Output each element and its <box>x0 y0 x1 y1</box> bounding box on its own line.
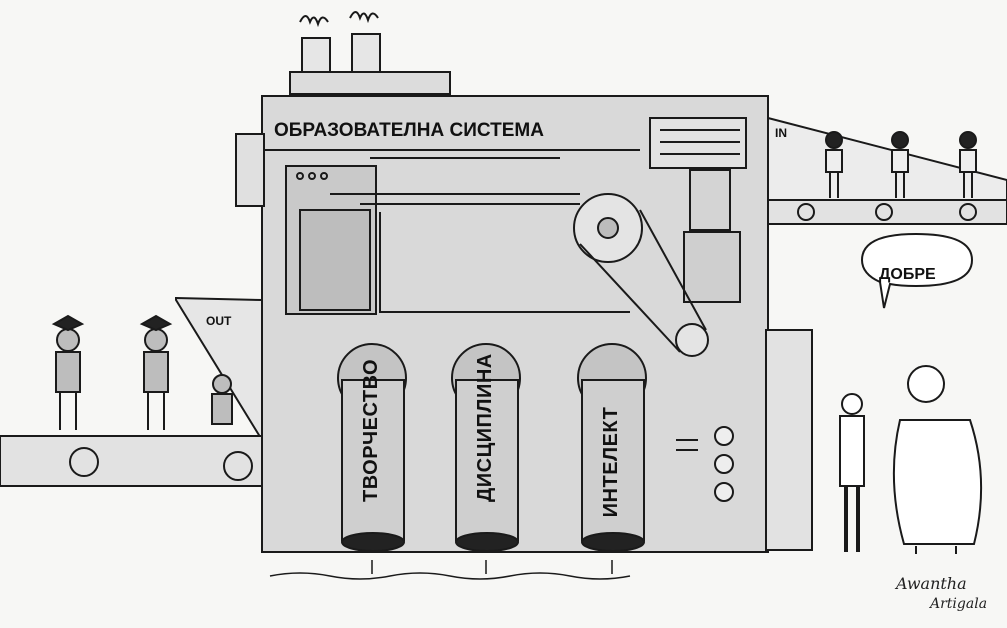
graduate-figure <box>51 314 85 430</box>
pipe-label-intellect: ИНТЕЛЕКТ <box>600 406 622 518</box>
small-spectator <box>839 393 865 552</box>
child-figure <box>959 131 977 198</box>
machine-title: ОБРАЗОВАТЕЛНА СИСТЕМА <box>274 120 544 141</box>
chimney-left <box>299 15 331 77</box>
artist-signature-surname: Artigala <box>930 596 988 612</box>
graduate-figure <box>139 314 173 430</box>
speech-bubble-text: ДОБРЕ <box>879 266 936 283</box>
pipe-intellect <box>577 343 647 552</box>
input-label: IN <box>775 126 787 140</box>
pipe-label-creativity: ТВОРЧЕСТВО <box>360 358 382 502</box>
output-conveyor <box>0 296 263 487</box>
graduate-figure <box>211 374 233 425</box>
chimney-right <box>349 11 381 75</box>
child-figure <box>891 131 909 198</box>
pipe-label-discipline: ДИСЦИПЛИНА <box>474 353 496 502</box>
speech-bubble <box>860 232 974 309</box>
large-spectator <box>892 365 983 554</box>
output-label: OUT <box>206 314 232 328</box>
pipe-discipline <box>451 343 521 552</box>
pipe-creativity <box>337 343 407 552</box>
artist-signature: Awantha <box>896 574 967 593</box>
child-figure <box>825 131 843 198</box>
